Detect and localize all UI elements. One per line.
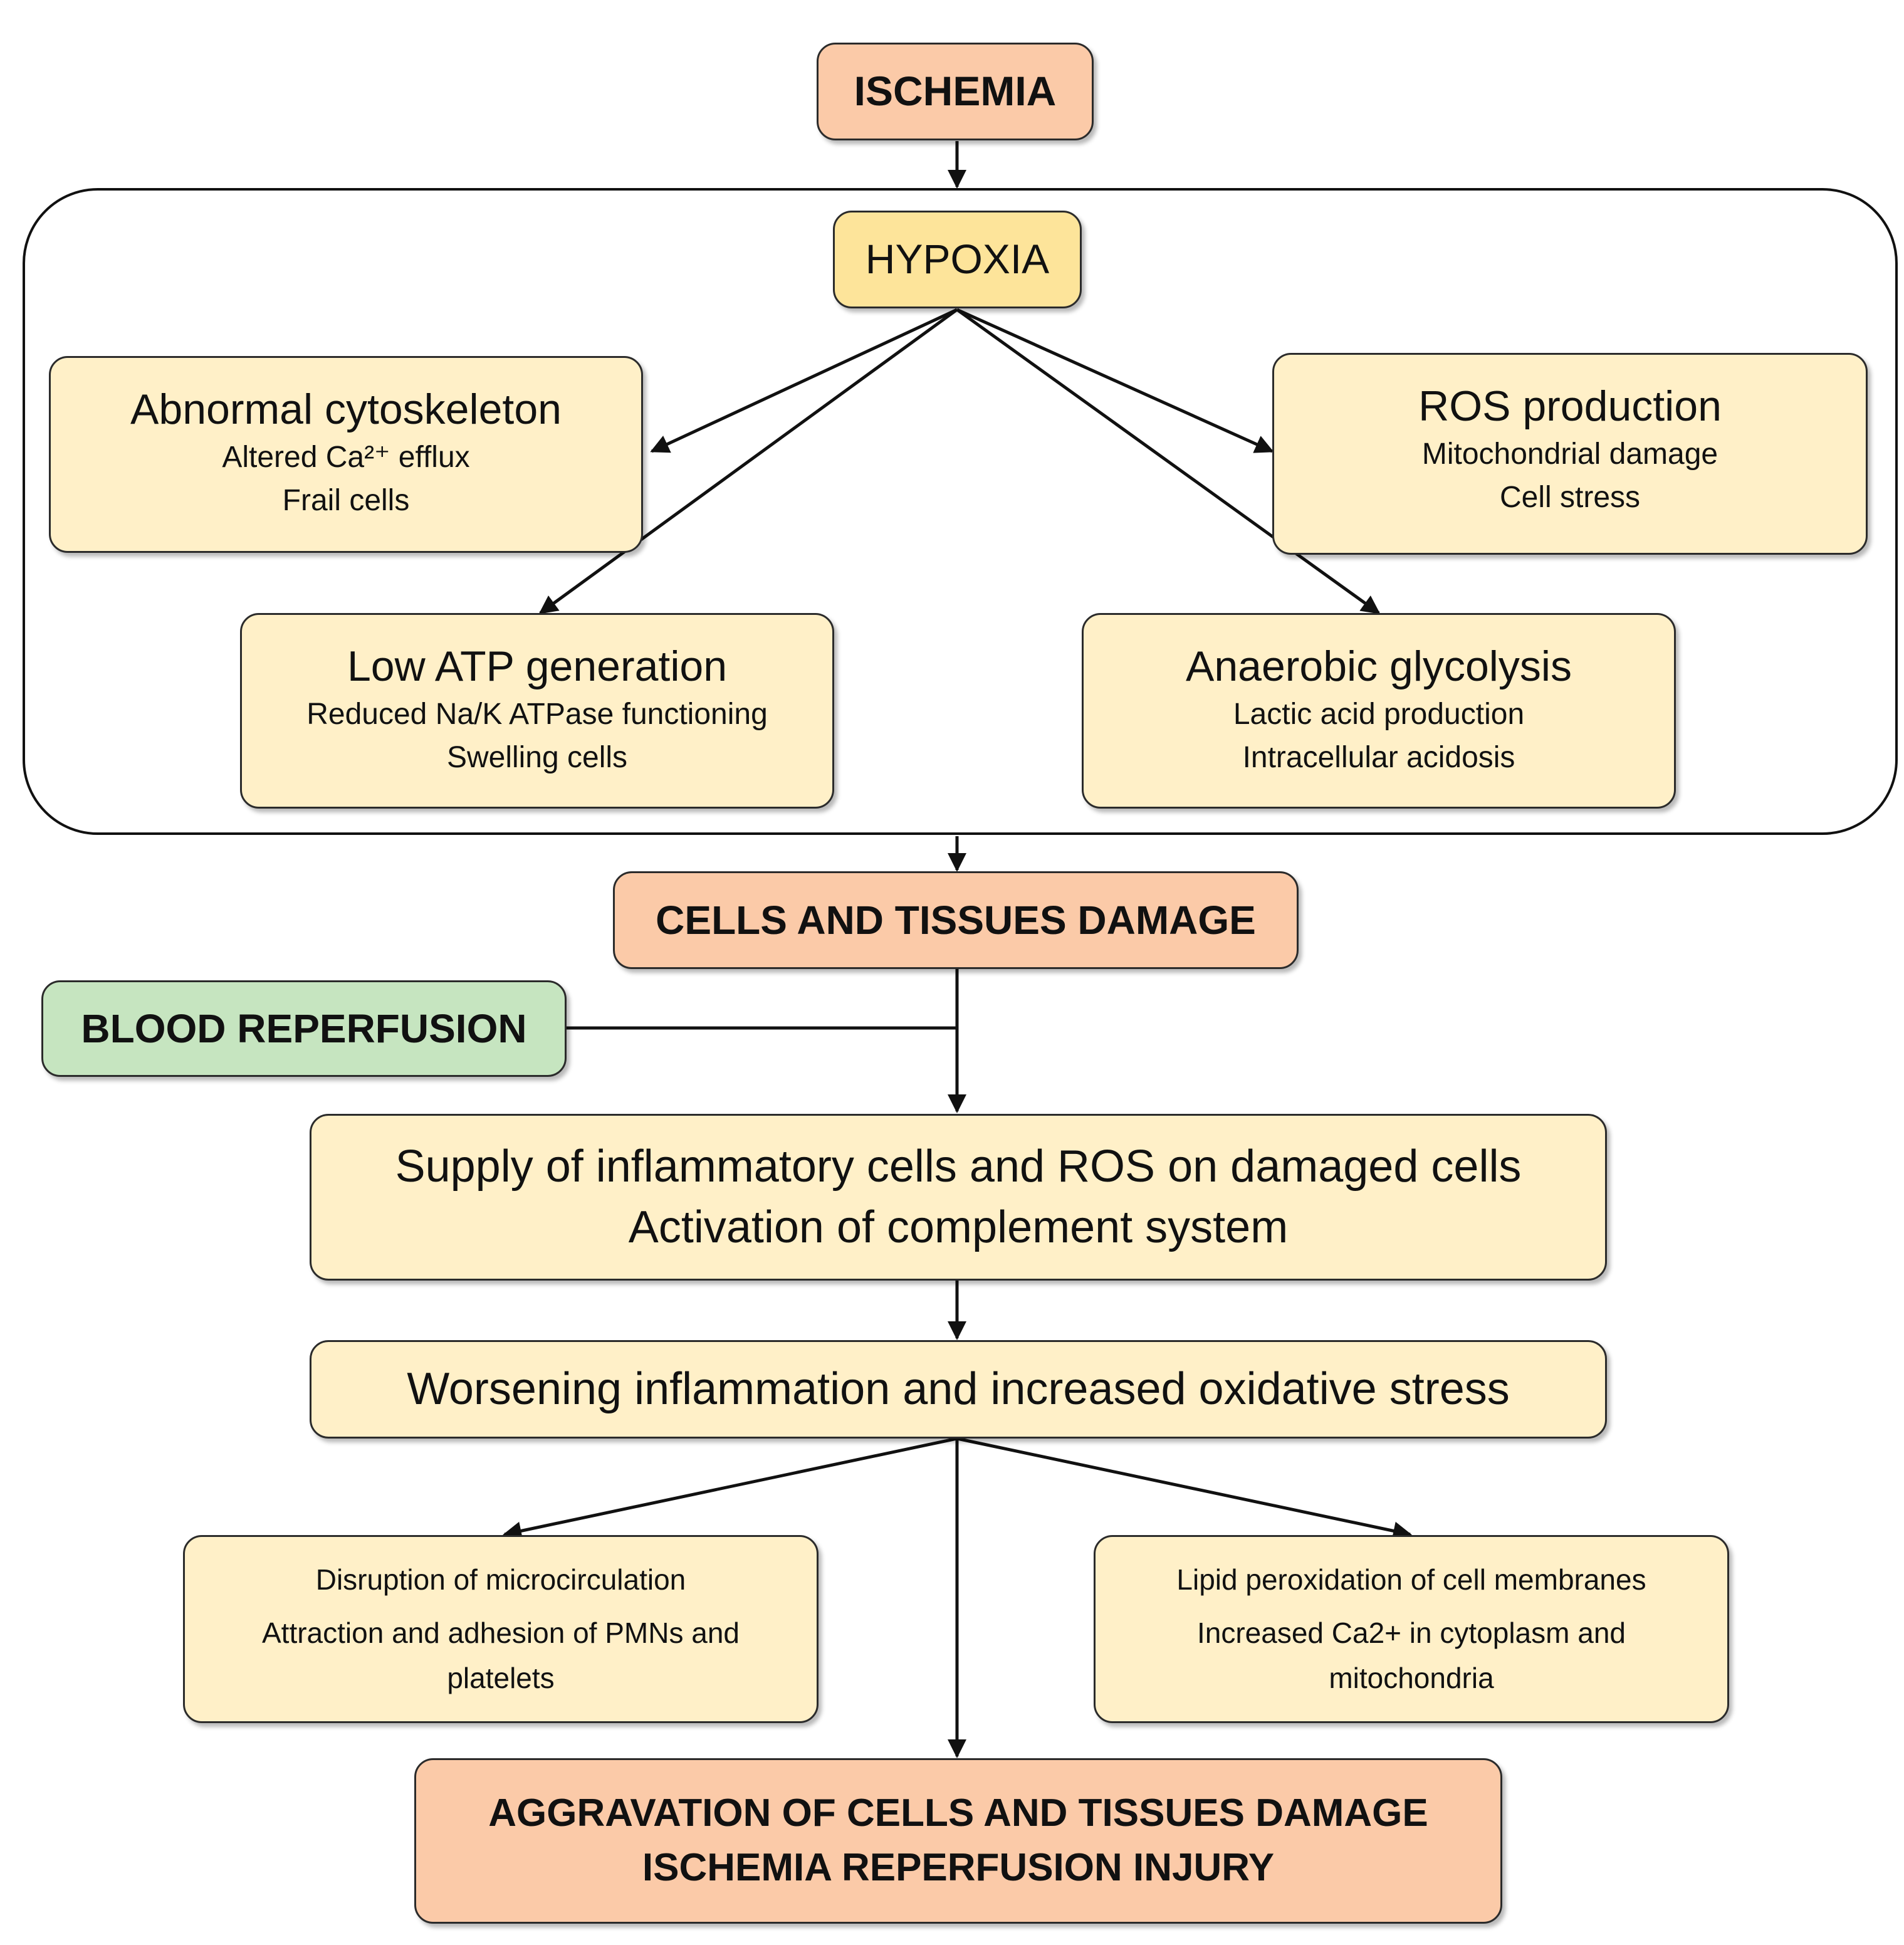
supply-line2: Activation of complement system (628, 1202, 1289, 1252)
aggravation-line2: ISCHEMIA REPERFUSION INJURY (642, 1846, 1275, 1889)
microcirculation-line1: Disruption of microcirculation (315, 1563, 686, 1596)
supply-box: Supply of inflammatory cells and ROS on … (310, 1114, 1607, 1281)
ros-title: ROS production (1418, 382, 1722, 430)
lipid-box: Lipid peroxidation of cell membranes Inc… (1094, 1535, 1729, 1723)
glycolysis-title: Anaerobic glycolysis (1185, 642, 1572, 690)
arrow-worsening-to-lipid (956, 1437, 1412, 1541)
damage-box: CELLS AND TISSUES DAMAGE (613, 871, 1299, 969)
reperfusion-label: BLOOD REPERFUSION (81, 1005, 527, 1051)
lipid-line1: Lipid peroxidation of cell membranes (1176, 1563, 1646, 1596)
arrow-hypoxia-to-glycolysis (956, 308, 1381, 615)
cytoskeleton-line2: Frail cells (282, 484, 410, 518)
atp-box: Low ATP generation Reduced Na/K ATPase f… (240, 613, 834, 809)
ischemia-label: ISCHEMIA (854, 68, 1057, 115)
supply-line1: Supply of inflammatory cells and ROS on … (395, 1141, 1522, 1192)
microcirculation-line2: Attraction and adhesion of PMNs and (261, 1617, 740, 1650)
cytoskeleton-title: Abnormal cytoskeleton (130, 385, 562, 433)
ros-line1: Mitochondrial damage (1421, 437, 1718, 471)
atp-line1: Reduced Na/K ATPase functioning (306, 697, 768, 731)
hypoxia-box: HYPOXIA (833, 211, 1082, 308)
cytoskeleton-line1: Altered Ca²⁺ efflux (222, 440, 470, 474)
arrow-hypoxia-to-ros (956, 308, 1274, 453)
atp-title: Low ATP generation (347, 642, 728, 690)
aggravation-box: AGGRAVATION OF CELLS AND TISSUES DAMAGE … (414, 1758, 1502, 1924)
hypoxia-group-frame (23, 188, 1898, 835)
aggravation-line1: AGGRAVATION OF CELLS AND TISSUES DAMAGE (488, 1791, 1428, 1835)
arrow-hypoxia-to-cytoskeleton (650, 308, 958, 453)
lipid-line3: mitochondria (1329, 1661, 1494, 1694)
ros-box: ROS production Mitochondrial damage Cell… (1272, 353, 1868, 555)
hypoxia-label: HYPOXIA (865, 236, 1050, 283)
glycolysis-line2: Intracellular acidosis (1242, 741, 1515, 775)
arrow-worsening-to-microcirculation (503, 1437, 958, 1541)
worsening-label: Worsening inflammation and increased oxi… (407, 1363, 1510, 1414)
worsening-box: Worsening inflammation and increased oxi… (310, 1340, 1607, 1439)
damage-label: CELLS AND TISSUES DAMAGE (656, 897, 1256, 943)
ros-line2: Cell stress (1499, 481, 1641, 515)
lipid-line2: Increased Ca2+ in cytoplasm and (1196, 1617, 1626, 1650)
atp-line2: Swelling cells (446, 741, 628, 775)
microcirculation-line3: platelets (447, 1661, 555, 1694)
ischemia-box: ISCHEMIA (817, 43, 1094, 140)
reperfusion-box: BLOOD REPERFUSION (41, 980, 567, 1077)
glycolysis-line1: Lactic acid production (1233, 697, 1525, 731)
microcirculation-box: Disruption of microcirculation Attractio… (183, 1535, 819, 1723)
cytoskeleton-box: Abnormal cytoskeleton Altered Ca²⁺ efflu… (49, 356, 643, 553)
glycolysis-box: Anaerobic glycolysis Lactic acid product… (1082, 613, 1676, 809)
arrow-hypoxia-to-atp (538, 308, 958, 615)
